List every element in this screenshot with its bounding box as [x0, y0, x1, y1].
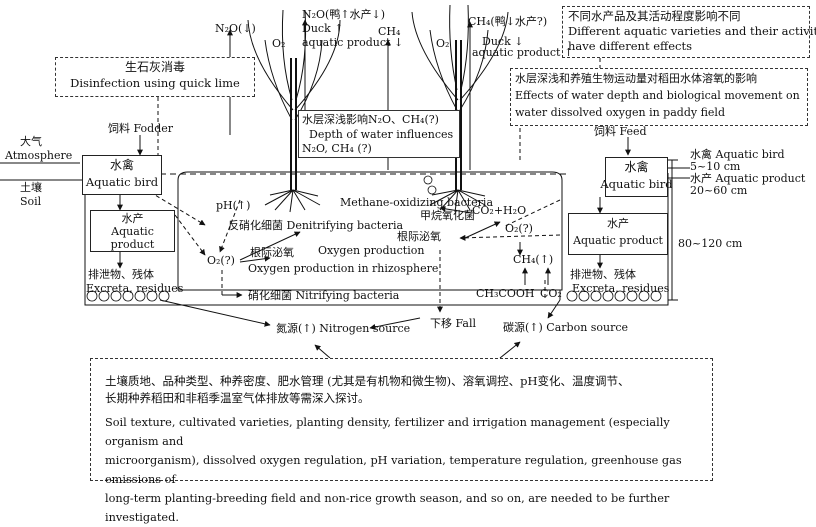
left-product-en1: Aquatic [111, 225, 154, 238]
root-oxygen-en1: Oxygen production [318, 244, 425, 257]
co2-label: CO₂ [540, 287, 562, 300]
note-varieties-cn: 不同水产品及其活动程度影响不同 [568, 9, 741, 23]
note-depth-en2: water dissolved oxygen in paddy field [515, 106, 725, 119]
note-depth-cn: 水层深浅和养殖生物运动量对稻田水体溶氧的影响 [515, 72, 757, 85]
right-product-cn: 水产 [607, 217, 629, 230]
fodder-label: 饲料 Fodder [108, 122, 174, 135]
co2-h2o-label: CO₂+H₂O [472, 204, 527, 217]
right-product-label: 水产 Aquatic product [690, 172, 806, 185]
left-bird-en: Aquatic bird [85, 175, 159, 189]
research-note-en-line2: microorganism), dissolved oxygen regulat… [105, 454, 682, 486]
right-aquatic-product-box: 水产 Aquatic product [568, 213, 668, 255]
ch4-aquatic-label: aquatic product ↑ [472, 46, 574, 59]
ch4-mid-label: CH₄ [378, 25, 401, 38]
left-product-en2: product [110, 238, 155, 251]
right-excreta-cn: 排泄物、残体 [570, 268, 636, 281]
note-aquatic-varieties: 不同水产品及其活动程度影响不同 Different aquatic variet… [562, 6, 816, 58]
o2-right-label: O₂ [436, 37, 450, 50]
root-oxygen-cn: 根际泌氧 [250, 246, 294, 259]
left-aquatic-bird-box: 水禽 Aquatic bird [82, 155, 162, 195]
research-note-cn: 土壤质地、品种类型、种养密度、肥水管理 (尤其是有机物和微生物)、溶氧调控、pH… [105, 373, 705, 407]
ch3cooh-label: CH₃COOH [476, 287, 535, 300]
nitrifying-label: 硝化细菌 Nitrifying bacteria [248, 289, 400, 302]
right-bird-en: Aquatic bird [600, 177, 673, 191]
o2-left-label: O₂ [272, 37, 286, 50]
note-varieties-en1: Different aquatic varieties and their ac… [568, 24, 816, 38]
methane-oxidizing-en: Methane-oxidizing bacteria [340, 196, 494, 209]
left-excreta-cn: 排泄物、残体 [88, 268, 154, 281]
denitrifying-label: 反硝化细菌 Denitrifying bacteria [228, 219, 404, 232]
depth-influence-en2: N₂O, CH₄ (?) [302, 142, 372, 155]
nitrogen-source-label: 氮源(↑) Nitrogen source [276, 322, 411, 335]
root-oxygen-en2: Oxygen production in rhizosphere [248, 262, 439, 275]
o2-question-right: O₂(?) [505, 222, 533, 235]
methane-oxidizing-cn: 甲烷氧化菌 [420, 209, 475, 222]
research-note-en: Soil texture, cultivated varieties, plan… [105, 413, 705, 527]
n2o-aquatic-label: aquatic product ↓ [302, 36, 404, 49]
note-quicklime-cn: 生石灰消毒 [124, 60, 185, 74]
note-water-depth: 水层深浅和养殖生物运动量对稻田水体溶氧的影响 Effects of water … [510, 68, 808, 126]
field-depth-label: 80~120 cm [678, 237, 743, 250]
n2o-down-label: N₂O(↓) [215, 22, 256, 35]
fall-label: 下移 Fall [430, 317, 476, 330]
note-quicklime: 生石灰消毒 Disinfection using quick lime [55, 57, 255, 97]
left-aquatic-product-box: 水产 Aquatic product [90, 210, 175, 252]
depth-influence-cn: 水层深浅影响N₂O、CH₄(?) [302, 113, 439, 126]
soil-en: Soil [20, 195, 42, 208]
research-note-en-line3: long-term planting-breeding field and no… [105, 492, 670, 524]
left-bird-cn: 水禽 [109, 158, 134, 172]
right-bird-label: 水禽 Aquatic bird [690, 148, 785, 161]
right-bird-cn: 水禽 [624, 160, 649, 174]
n2o-mid-label: N₂O(鸭↑水产↓) [302, 8, 386, 21]
atmosphere-en: Atmosphere [5, 149, 73, 162]
right-aquatic-bird-box: 水禽 Aquatic bird [600, 157, 673, 197]
n2o-duck-label: Duck ↑ [302, 22, 344, 35]
right-excreta-en: Excreta, residues [572, 282, 670, 295]
note-depth-en1: Effects of water depth and biological mo… [515, 89, 800, 102]
note-further-research: 土壤质地、品种类型、种养密度、肥水管理 (尤其是有机物和微生物)、溶氧调控、pH… [90, 358, 713, 524]
ch4-duck-label: Duck ↓ [482, 35, 524, 48]
root-oxygen-right-cn: 根际泌氧 [397, 230, 441, 243]
note-varieties-en2: have different effects [568, 39, 692, 53]
soil-cn: 土壤 [20, 181, 42, 194]
ph-label: pH(↑) [216, 199, 251, 212]
right-product-en: Aquatic product [573, 234, 663, 247]
note-depth-influence: 水层深浅影响N₂O、CH₄(?) Depth of water influenc… [298, 110, 460, 158]
right-bird-depth: 5~10 cm [690, 160, 741, 173]
note-quicklime-en: Disinfection using quick lime [70, 76, 240, 90]
feed-label: 饲料 Feed [594, 125, 647, 138]
depth-influence-en1: Depth of water influences [309, 128, 454, 141]
ch4-up-label: CH₄(↑) [513, 253, 554, 266]
research-note-cn-line2: 长期种养稻田和非稻季温室气体排放等需深入探讨。 [105, 391, 370, 405]
left-product-cn: 水产 [121, 212, 144, 225]
research-note-cn-line1: 土壤质地、品种类型、种养密度、肥水管理 (尤其是有机物和微生物)、溶氧调控、pH… [105, 374, 630, 388]
o2-question-left: O₂(?) [207, 254, 235, 267]
ch4-right-label: CH₄(鸭↓水产?) [468, 15, 548, 28]
right-product-depth: 20~60 cm [690, 184, 748, 197]
research-note-en-line1: Soil texture, cultivated varieties, plan… [105, 416, 670, 448]
atmosphere-cn: 大气 [20, 135, 42, 148]
left-excreta-en: Excreta, residues [86, 282, 184, 295]
carbon-source-label: 碳源(↑) Carbon source [503, 321, 629, 334]
diagram-lines [0, 4, 690, 359]
